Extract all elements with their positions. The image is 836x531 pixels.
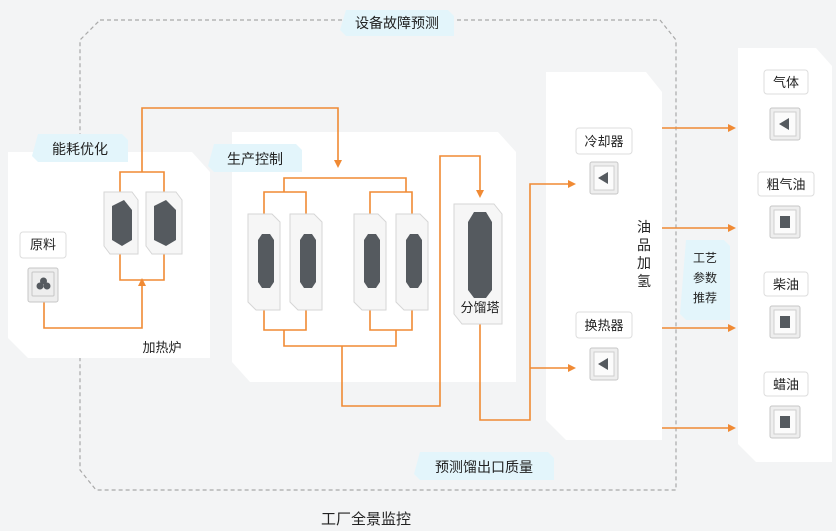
reactor-unit-4 [395,213,429,311]
fractionator-label: 分馏塔 [460,301,499,316]
products-panel [738,48,832,462]
fractionator-unit [453,203,503,325]
flow-lines [43,107,736,432]
plant-monitoring-boundary [79,19,677,491]
process-params-tag[interactable]: 工艺参数推荐 [680,240,730,320]
product-diesel-label: 柴油 [773,278,799,293]
heating-furnace-label: 加热炉 [142,341,181,356]
furnace-unit-right [145,191,183,255]
heat-exchanger-icon [589,347,619,381]
process-params-label: 工艺参数推荐 [693,251,717,305]
production-control-label: 生产控制 [227,152,283,168]
plant-monitoring-label: 工厂全景监控 [321,510,411,528]
product-diesel: 柴油 [763,271,809,339]
hydrogenation-panel [546,72,662,440]
cooler-icon [589,161,619,195]
product-gas-label: 气体 [773,75,799,91]
quality-prediction-label: 预测馏出口质量 [435,460,533,476]
reactor-unit-1 [247,213,281,311]
product-gas: 气体 [763,69,809,141]
product-crude-gasoline: 粗气油 [757,171,815,239]
product-wax-oil-label: 蜡油 [773,378,799,393]
furnace-unit-left [103,191,139,255]
quality-prediction-tag[interactable]: 预测馏出口质量 [414,452,554,480]
hydrogenation-label: 油品加氢 [637,220,651,290]
heat-exchanger-label: 换热器 [584,319,623,334]
fault-prediction-label: 设备故障预测 [355,15,439,32]
raw-material-chip [19,231,67,259]
reactor-unit-3 [353,213,387,311]
raw-material-label: 原料 [30,238,56,253]
heat-exchanger-chip [575,311,633,339]
product-wax-oil: 蜡油 [763,371,809,439]
reactor-unit-2 [289,213,323,311]
energy-optimization-label: 能耗优化 [52,142,108,158]
production-control-tag[interactable]: 生产控制 [208,144,302,172]
energy-optimization-tag[interactable]: 能耗优化 [32,134,128,162]
cooler-chip [575,127,633,155]
product-crude-gasoline-label: 粗气油 [766,177,805,193]
raw-material-icon [27,267,59,303]
fault-prediction-tag[interactable]: 设备故障预测 [340,10,454,36]
cooler-label: 冷却器 [584,135,623,150]
